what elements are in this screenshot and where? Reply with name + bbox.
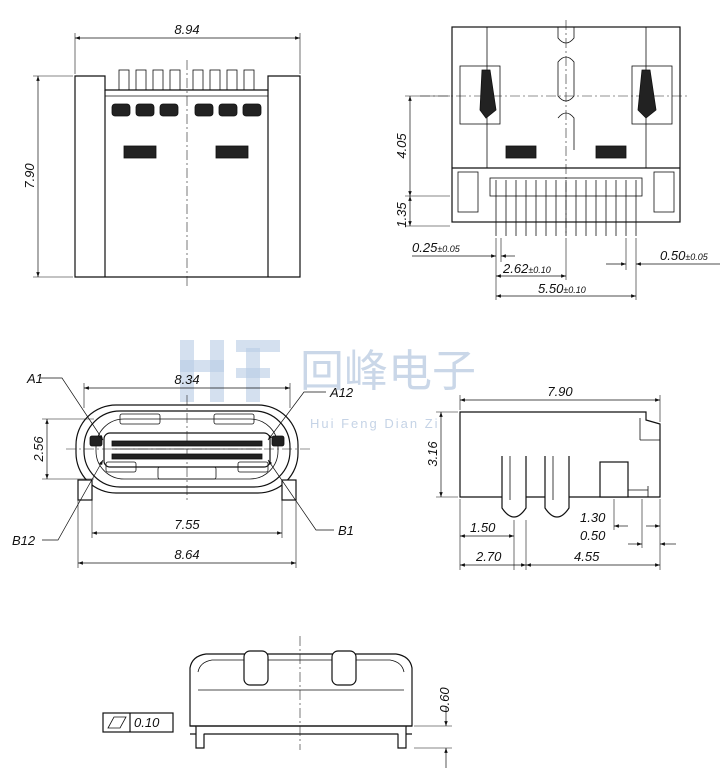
side-view-dim-0-50: 0.50 xyxy=(580,528,606,543)
bottom-view-height: 0.60 xyxy=(437,687,452,713)
rear-view-contacts xyxy=(489,177,643,236)
top-view-width-label: 8.94 xyxy=(174,22,199,37)
watermark-logo-icon xyxy=(180,340,280,402)
rear-view-pitch: 0.50±0.05 xyxy=(660,248,709,263)
flatness-icon xyxy=(107,716,127,729)
front-view-pin-a12: A12 xyxy=(329,385,354,400)
front-view-pin-a1: A1 xyxy=(26,371,43,386)
side-view-dim-2-70: 2.70 xyxy=(475,549,502,564)
front-view-overall-width: 8.64 xyxy=(174,547,199,562)
rear-view-outer-span: 5.50±0.10 xyxy=(538,281,586,296)
front-view-pin-b1: B1 xyxy=(338,523,354,538)
top-view-height-label: 7.90 xyxy=(22,163,37,189)
side-view-dim-1-30: 1.30 xyxy=(580,510,606,525)
flatness-value: 0.10 xyxy=(134,715,160,730)
front-view-inner-width: 7.55 xyxy=(174,517,200,532)
rear-view-latches xyxy=(459,65,673,125)
watermark: 回峰电子 Hui Feng Dian Zi xyxy=(180,340,476,431)
rear-view-inner-span: 2.62±0.10 xyxy=(502,261,551,276)
bottom-view: 0.60 0.10 xyxy=(102,636,452,768)
flatness-tolerance-frame: 0.10 xyxy=(102,712,174,733)
side-view-dim-4-55: 4.55 xyxy=(574,549,600,564)
top-view-pins xyxy=(118,69,255,91)
top-view-slots xyxy=(111,103,262,159)
top-view: 8.94 7.90 xyxy=(22,22,301,288)
rear-view-pin-width: 0.25±0.05 xyxy=(412,240,461,255)
watermark-name-en: Hui Feng Dian Zi xyxy=(310,416,440,431)
side-view-height: 3.16 xyxy=(425,441,440,467)
front-view-shell-width: 8.34 xyxy=(174,372,199,387)
rear-view-height-lower: 1.35 xyxy=(394,202,409,228)
side-view-dim-1-50: 1.50 xyxy=(470,520,496,535)
rear-view: 4.05 1.35 0.25±0.05 0.50±0.05 2.62±0.10 … xyxy=(394,20,720,300)
side-view-length: 7.90 xyxy=(547,384,573,399)
front-view-shell-height: 2.56 xyxy=(31,436,46,463)
front-view: 8.34 2.56 7.55 8.64 A1 A12 B12 B1 xyxy=(12,371,354,568)
watermark-name-cn: 回峰电子 xyxy=(300,346,476,397)
side-view: 7.90 3.16 1.50 1.30 0.50 2.70 4.55 xyxy=(425,384,676,570)
front-view-pin-b12: B12 xyxy=(12,533,36,548)
rear-view-height-upper: 4.05 xyxy=(394,133,409,159)
